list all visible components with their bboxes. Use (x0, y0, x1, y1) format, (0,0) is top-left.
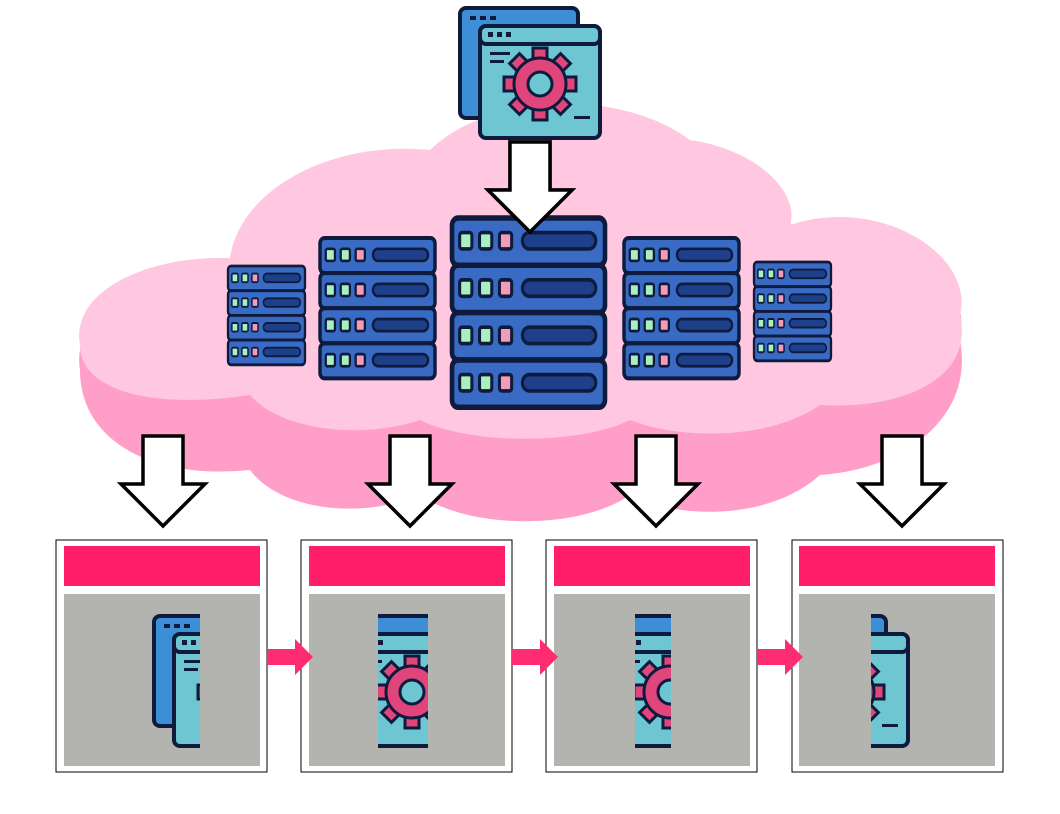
frame-2 (300, 539, 513, 773)
frame-3 (545, 539, 758, 773)
server-rack-icon (752, 260, 833, 363)
frame-header-bar (554, 546, 750, 586)
server-rack-icon (452, 218, 605, 407)
frame-4 (791, 539, 1004, 773)
frame-header-bar (799, 546, 995, 586)
frame-header-bar (309, 546, 505, 586)
server-rack-icon (320, 238, 435, 378)
frame-header-bar (64, 546, 260, 586)
frame-1 (55, 539, 268, 773)
server-rack-icon (624, 238, 739, 378)
server-rack-icon (226, 264, 307, 367)
application-window-gear-icon (458, 6, 602, 140)
